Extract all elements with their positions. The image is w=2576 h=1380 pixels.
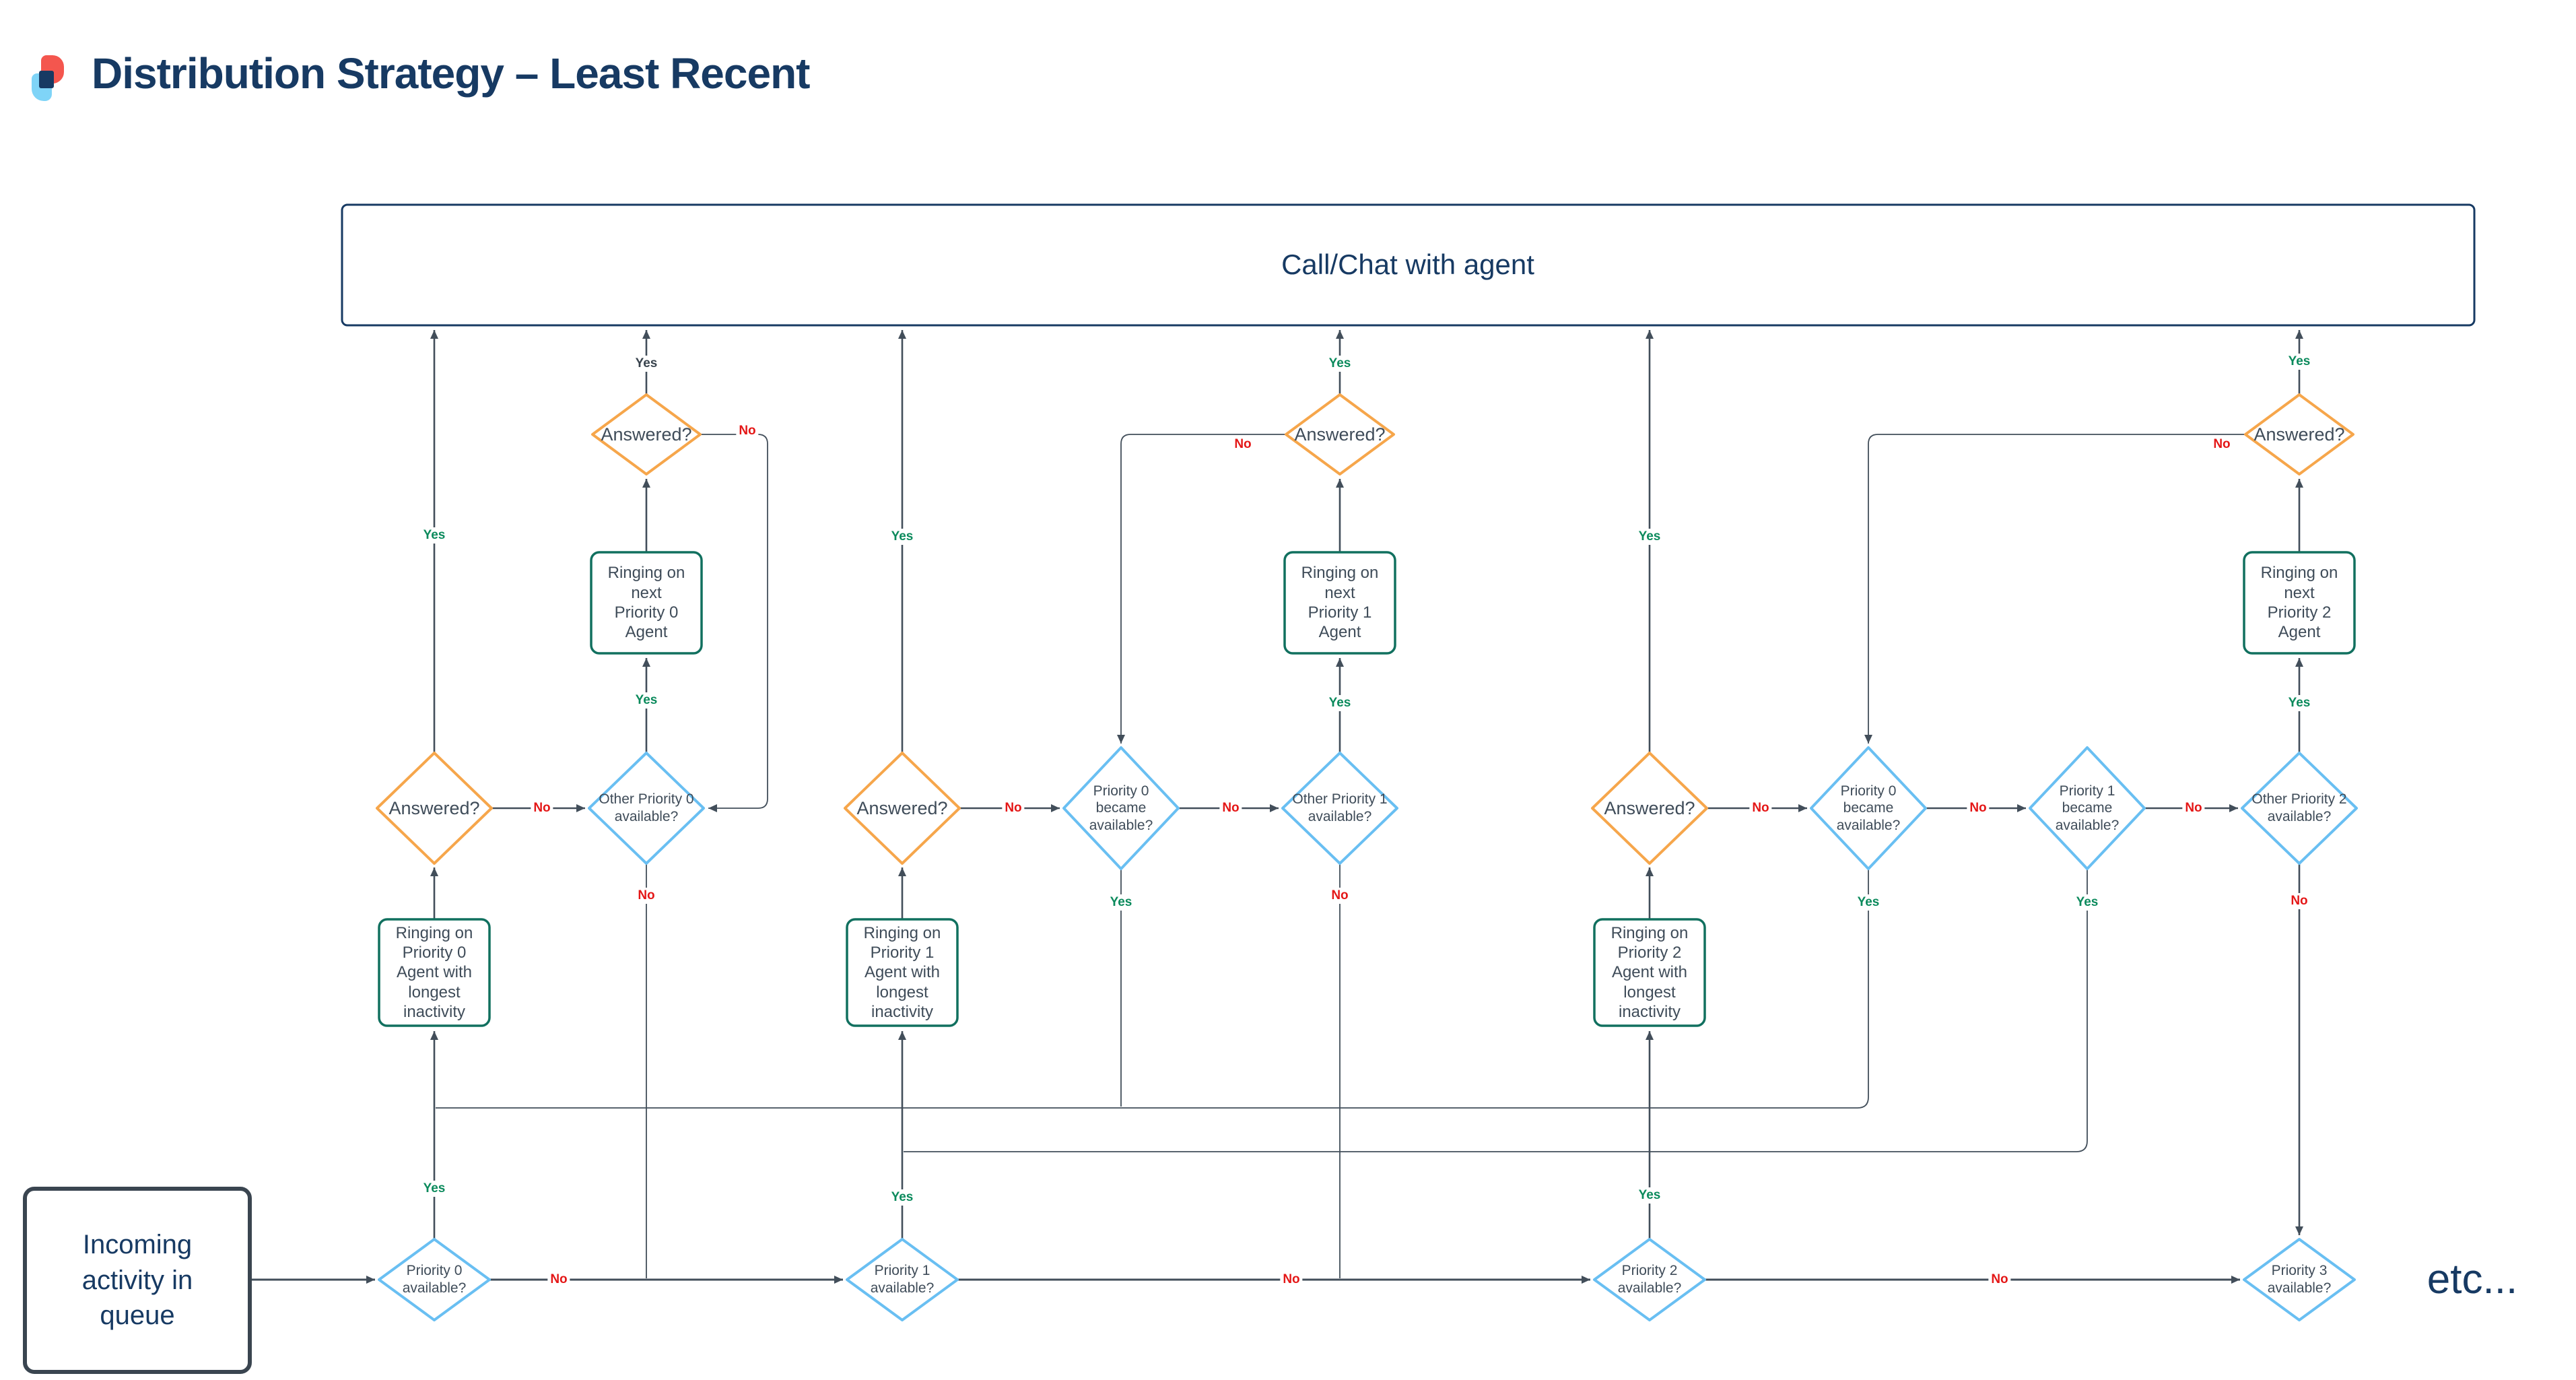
label-other-p2: Other Priority 2 available?	[2251, 791, 2347, 824]
node-incoming-activity	[23, 1187, 252, 1374]
node-p1-became-available-3	[2029, 746, 2146, 870]
label-p3-available: Priority 3 available?	[2267, 1263, 2332, 1296]
edge-label-yes: Yes	[1326, 695, 1354, 711]
edge-label-no: No	[2182, 800, 2205, 816]
edge-label-no: No	[1231, 436, 1254, 453]
edge-label-yes: Yes	[2285, 354, 2313, 370]
edge-label-yes: Yes	[888, 529, 916, 545]
app-logo-icon	[32, 55, 64, 101]
label-call-chat: Call/Chat with agent	[1281, 249, 1534, 281]
node-answered-top-3	[2244, 393, 2354, 475]
label-other-p0: Other Priority 0 available?	[599, 791, 694, 824]
edge-label-no: No	[1967, 800, 1990, 816]
label-answered: Answered?	[388, 797, 480, 818]
edge-label-no: No	[531, 800, 553, 816]
edge-label-no: No	[736, 423, 759, 439]
edge-label-no: No	[635, 888, 658, 904]
node-ring-p0-longest	[378, 918, 491, 1027]
node-p0-became-available-2	[1062, 746, 1180, 870]
logo-navy-shape	[39, 71, 54, 88]
node-other-p0-available	[588, 752, 705, 865]
node-answered-top-1	[591, 393, 702, 475]
node-p3-available	[2243, 1238, 2356, 1321]
node-answered-mid-3	[1591, 752, 1708, 865]
node-answered-top-2	[1285, 393, 1395, 475]
node-p1-available	[846, 1238, 959, 1321]
label-p2-available: Priority 2 available?	[1617, 1263, 1682, 1296]
flow-edges	[250, 330, 2303, 1284]
label-answered: Answered?	[2253, 424, 2345, 445]
page-title: Distribution Strategy – Least Recent	[92, 49, 810, 98]
label-ring-p2-longest: Ringing on Priority 2 Agent with longest…	[1611, 923, 1689, 1021]
label-other-p1: Other Priority 1 available?	[1292, 791, 1388, 824]
edge-label-yes: Yes	[420, 1181, 448, 1197]
edge-label-no: No	[1328, 888, 1351, 904]
edge-label-no: No	[1749, 800, 1772, 816]
node-other-p2-available	[2241, 752, 2358, 865]
node-other-p1-available	[1281, 752, 1398, 865]
label-p0-became: Priority 0 became available?	[1089, 783, 1153, 833]
edge-label-yes: Yes	[1635, 1187, 1664, 1204]
node-answered-mid-2	[844, 752, 961, 865]
label-ring-next-p1: Ringing on next Priority 1 Agent	[1301, 564, 1379, 642]
label-p1-available: Priority 1 available?	[870, 1263, 935, 1296]
label-ring-p0-longest: Ringing on Priority 0 Agent with longest…	[395, 923, 473, 1021]
node-p2-available	[1593, 1238, 1706, 1321]
label-p0-available: Priority 0 available?	[402, 1263, 467, 1296]
node-p0-became-available-3	[1810, 746, 1927, 870]
edge-label-no: No	[1002, 800, 1025, 816]
edge-label-yes: Yes	[420, 527, 448, 544]
edge-label-no: No	[2210, 436, 2233, 453]
edge-label-no: No	[2288, 893, 2311, 909]
edge-label-yes: Yes	[2073, 894, 2101, 911]
node-answered-mid-1	[376, 752, 493, 865]
node-ring-p2-longest	[1593, 918, 1706, 1027]
node-ring-p1-longest	[846, 918, 959, 1027]
label-ring-next-p0: Ringing on next Priority 0 Agent	[607, 564, 685, 642]
label-ring-next-p2: Ringing on next Priority 2 Agent	[2260, 564, 2338, 642]
edge-label-no: No	[1280, 1272, 1303, 1288]
edge-label-yes: Yes	[1326, 356, 1354, 372]
edge-label-yes: Yes	[632, 356, 660, 372]
label-ring-p1-longest: Ringing on Priority 1 Agent with longest…	[863, 923, 941, 1021]
edge-label-yes: Yes	[1854, 894, 1883, 911]
node-call-chat-with-agent	[341, 203, 2476, 327]
edge-label-yes: Yes	[1635, 529, 1664, 545]
label-answered: Answered?	[601, 424, 692, 445]
label-answered: Answered?	[1294, 424, 1386, 445]
edge-label-no: No	[1988, 1272, 2011, 1288]
edge-label-yes: Yes	[888, 1189, 916, 1206]
node-ring-next-p1	[1283, 551, 1396, 655]
label-p0-became: Priority 0 became available?	[1836, 783, 1901, 833]
edge-label-yes: Yes	[1107, 894, 1135, 911]
label-answered: Answered?	[1604, 797, 1695, 818]
edge-label-yes: Yes	[2285, 695, 2313, 711]
edge-label-yes: Yes	[632, 692, 660, 709]
edge-label-no: No	[1219, 800, 1242, 816]
label-p1-became: Priority 1 became available?	[2055, 783, 2120, 833]
node-ring-next-p0	[590, 551, 703, 655]
label-incoming-activity: Incoming activity in queue	[81, 1229, 193, 1331]
node-p0-available	[378, 1238, 491, 1321]
label-etc: etc...	[2427, 1256, 2518, 1303]
label-answered: Answered?	[856, 797, 948, 818]
edge-label-no: No	[547, 1272, 570, 1288]
node-ring-next-p2	[2243, 551, 2356, 655]
